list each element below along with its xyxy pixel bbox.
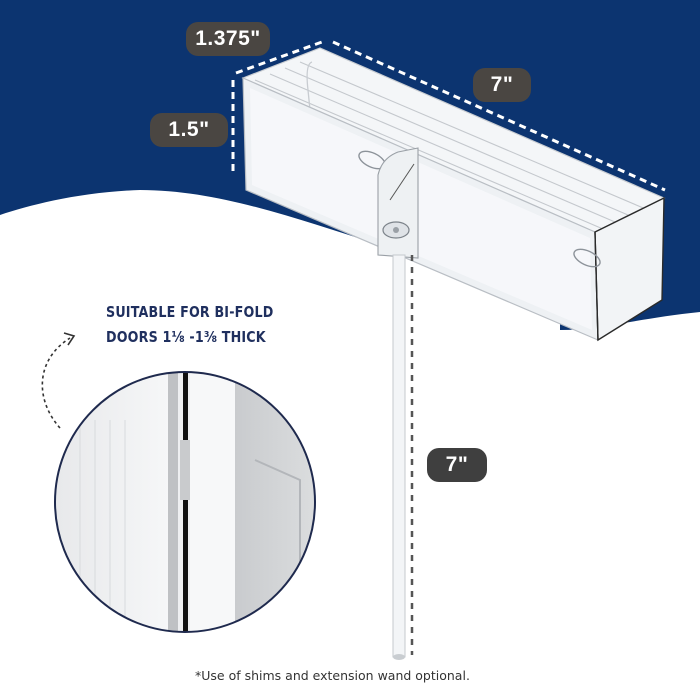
length-dimension-label: 7": [473, 68, 531, 102]
wand-length-label: 7": [427, 448, 487, 482]
height-dimension-label: 1.5": [150, 113, 228, 147]
dimension-lines: [231, 40, 666, 192]
dashed-curved-arrow-icon: [41, 332, 76, 429]
compatibility-callout: SUITABLE FOR BI-FOLD DOORS 1⅛ -1⅜ THICK: [106, 300, 273, 350]
depth-dimension-label: 1.375": [186, 22, 270, 56]
bifold-door-inset-photo: [55, 372, 315, 632]
footnote: *Use of shims and extension wand optiona…: [195, 668, 470, 683]
inset-circle-border: [54, 371, 316, 633]
callout-line-2: DOORS 1⅛ -1⅜ THICK: [106, 328, 266, 346]
bar-lock-product: [241, 47, 666, 660]
callout-line-1: SUITABLE FOR BI-FOLD: [106, 303, 274, 321]
